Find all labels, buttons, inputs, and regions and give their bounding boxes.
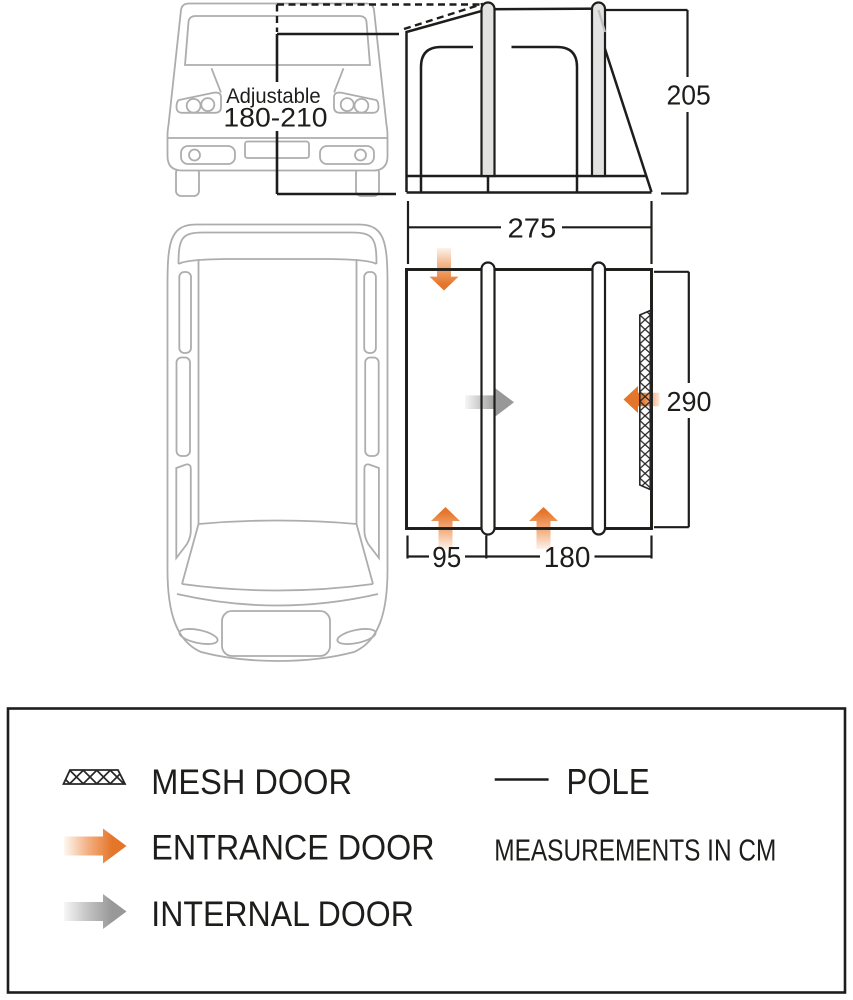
svg-text:95: 95	[432, 542, 461, 574]
svg-text:290: 290	[667, 386, 712, 417]
svg-text:INTERNAL DOOR: INTERNAL DOOR	[151, 894, 414, 934]
svg-text:MEASUREMENTS IN CM: MEASUREMENTS IN CM	[494, 833, 776, 868]
svg-text:ENTRANCE DOOR: ENTRANCE DOOR	[151, 827, 434, 867]
svg-text:POLE: POLE	[567, 761, 650, 802]
svg-text:275: 275	[508, 213, 557, 244]
svg-text:205: 205	[667, 80, 711, 111]
svg-text:180-210: 180-210	[223, 103, 327, 133]
svg-text:Adjustable: Adjustable	[226, 84, 320, 108]
svg-text:180: 180	[544, 542, 591, 574]
svg-text:MESH DOOR: MESH DOOR	[151, 762, 352, 802]
